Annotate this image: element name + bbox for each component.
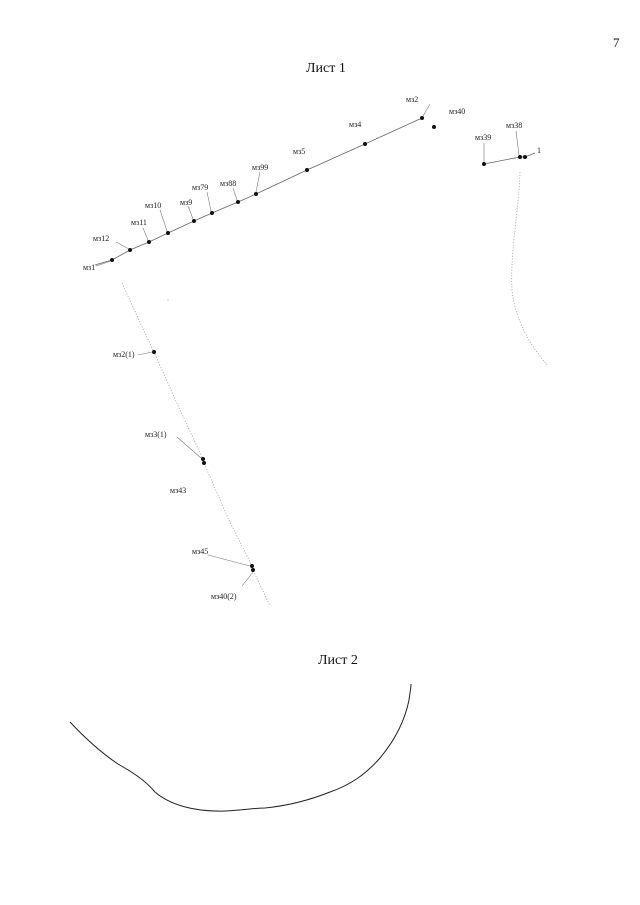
label-mz9: мз9 <box>180 198 192 207</box>
label-mz5: мз5 <box>293 147 305 156</box>
label-1: 1 <box>537 146 541 155</box>
top-boundary-line <box>94 117 423 266</box>
label-mz79: мз79 <box>192 183 208 192</box>
sheet-1-title: Лист 1 <box>306 61 346 76</box>
label-mz10: мз10 <box>145 201 161 210</box>
point-mz2-1 <box>152 350 156 354</box>
point-mz11 <box>147 240 151 244</box>
point-mz79 <box>210 211 214 215</box>
label-mz12: мз12 <box>93 234 109 243</box>
right-segment-line <box>483 152 536 165</box>
label-mz4: мз4 <box>349 120 361 129</box>
label-mz2-1: мз2(1) <box>113 350 135 359</box>
point-mz39 <box>482 162 486 166</box>
label-mz1: мз1 <box>83 263 95 272</box>
left-boundary-line <box>121 282 271 607</box>
point-1 <box>523 155 527 159</box>
label-mz40: мз40 <box>449 107 465 116</box>
point-mz88 <box>236 200 240 204</box>
point-mz2 <box>420 116 424 120</box>
point-mz43 <box>202 461 206 465</box>
label-mz45: мз45 <box>192 547 208 556</box>
sheet-2-title: Лист 2 <box>318 653 358 668</box>
label-mz43: мз43 <box>170 486 186 495</box>
point-mz38 <box>518 155 522 159</box>
label-mz40-2: мз40(2) <box>211 592 237 601</box>
right-boundary-curve <box>511 171 548 366</box>
point-mz4 <box>363 142 367 146</box>
label-mz99: мз99 <box>252 163 268 172</box>
page-number: 7 <box>613 35 620 50</box>
point-mz5 <box>305 168 309 172</box>
point-mz9 <box>192 219 196 223</box>
label-mz88: мз88 <box>220 179 236 188</box>
label-mz38: мз38 <box>506 121 522 130</box>
label-mz39: мз39 <box>475 133 491 142</box>
label-mz3-1: мз3(1) <box>145 430 167 439</box>
point-mz40 <box>432 125 436 129</box>
label-mz11: мз11 <box>131 218 147 227</box>
point-mz40-2 <box>251 568 255 572</box>
label-leaders <box>95 103 520 587</box>
label-mz2: мз2 <box>406 95 418 104</box>
point-mz45 <box>250 564 254 568</box>
point-mz10 <box>166 231 170 235</box>
point-mz3-1 <box>201 457 205 461</box>
sheet-2-boundary-curve <box>69 683 412 812</box>
point-mz99 <box>254 192 258 196</box>
survey-points <box>110 116 527 572</box>
